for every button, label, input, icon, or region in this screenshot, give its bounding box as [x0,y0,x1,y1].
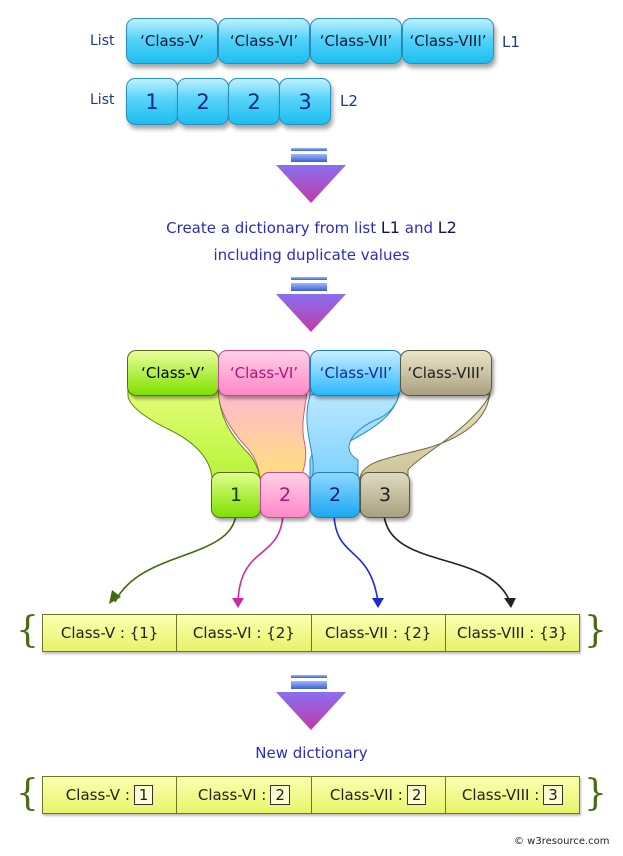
mapping-value: 1 [211,472,261,518]
new-dict-close-brace: } [584,773,607,814]
mapping-key: ‘Class-VI’ [218,350,310,396]
new-dict-value: 2 [406,785,427,805]
description-line1: Create a dictionary from list [166,219,377,237]
set-dict-entry: Class-VII : {2} [312,615,446,651]
set-dict-entry: Class-VIII : {3} [457,624,568,642]
list1-item: ‘Class-VII’ [310,18,402,64]
description: Create a dictionary from list L1 and L2 … [0,214,623,269]
new-dict-title: New dictionary [255,744,368,762]
list1-name: L1 [502,33,520,51]
new-dict-entry: Class-VI :2 [177,777,312,813]
description-line2: including duplicate values [213,246,410,264]
description-l2: L2 [437,218,457,237]
dict-close-brace: } [584,610,607,651]
list2-item: 2 [228,78,280,125]
new-dict-open-brace: { [16,773,39,814]
new-dict-value: 2 [270,785,290,805]
mapping-value: 2 [260,472,310,518]
list1-label: List [90,33,115,49]
new-dict-key: Class-V : [65,786,130,804]
dict-open-brace: { [16,610,39,651]
list2-item: 3 [279,78,331,125]
list2-label: List [90,92,115,108]
set-dict-entry: Class-V : {1} [43,615,178,651]
new-dict-key: Class-VIII : [461,786,540,804]
new-dict-entry: Class-VIII :3 [446,777,579,813]
mapping-value: 2 [310,472,360,518]
mapping-value: 3 [360,472,410,518]
mapping-key: ‘Class-V’ [127,350,219,396]
down-arrow-icon [276,277,346,332]
new-dict: Class-V :1 Class-VI :2 Class-VII :2 Clas… [42,776,580,814]
mapping-key: ‘Class-VII’ [310,350,402,396]
description-and: and [404,219,433,237]
new-dict-key: Class-VI : [197,786,267,804]
list1-item: ‘Class-VIII’ [402,18,494,64]
new-dict-entry: Class-V :1 [43,777,178,813]
list1-item: ‘Class-V’ [126,18,218,64]
list2-item: 1 [126,78,178,125]
down-arrow-icon [276,675,346,730]
list2-name: L2 [340,92,358,110]
down-arrow-icon [276,148,346,203]
new-dict-entry: Class-VII :2 [312,777,446,813]
new-dict-key: Class-VII : [329,786,403,804]
watermark: © w3resource.com [514,836,610,847]
new-dict-value: 3 [543,785,563,805]
mapping-key: ‘Class-VIII’ [400,350,492,396]
set-dict-entry: Class-VI : {2} [177,615,312,651]
new-dict-value: 1 [133,785,154,805]
set-dict: Class-V : {1} Class-VI : {2} Class-VII :… [42,614,580,652]
description-l1: L1 [380,218,400,237]
list1-item: ‘Class-VI’ [218,18,310,64]
list2-item: 2 [177,78,229,125]
